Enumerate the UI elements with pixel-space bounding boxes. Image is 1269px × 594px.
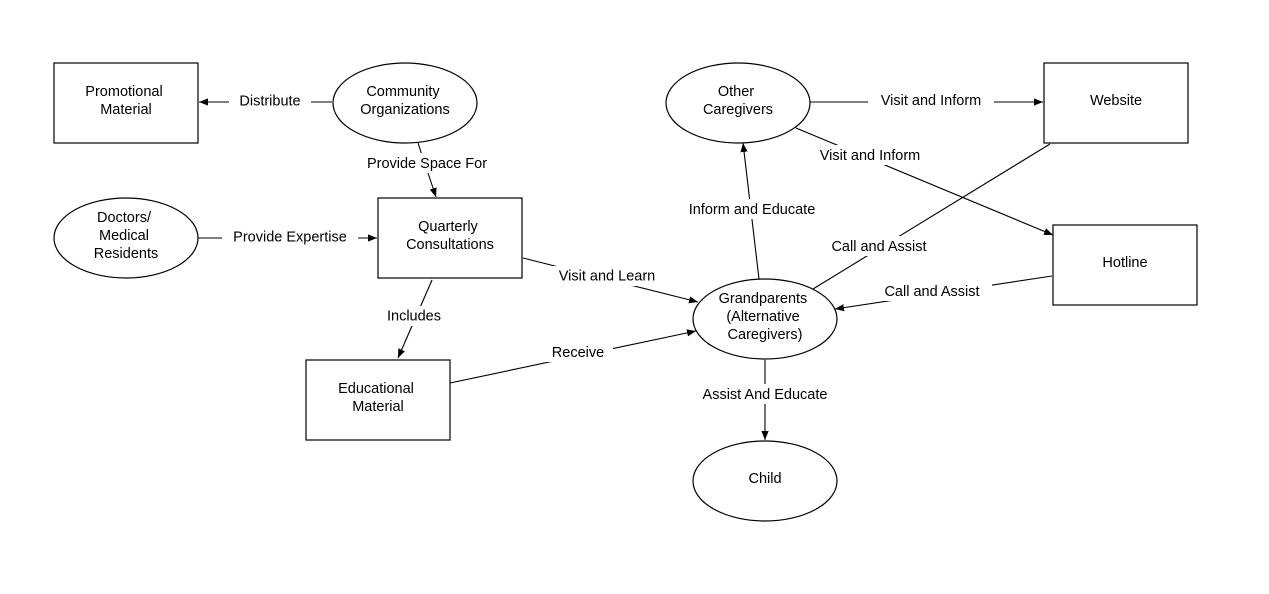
- node-website[interactable]: Website: [1043, 62, 1189, 144]
- node-other-caregivers[interactable]: Other Caregivers: [665, 62, 811, 144]
- node-label-line: Other: [718, 84, 754, 100]
- node-promotional-material[interactable]: Promotional Material: [53, 62, 199, 144]
- node-label-line: Consultations: [406, 237, 494, 253]
- edge-label-receive: Receive: [552, 345, 604, 361]
- node-label-line: Hotline: [1102, 255, 1147, 271]
- node-community-organizations[interactable]: Community Organizations: [332, 62, 478, 144]
- edge-label-call-and-assist-hotline: Call and Assist: [884, 284, 979, 300]
- node-label-line: Doctors/: [97, 210, 152, 226]
- node-label-line: Quarterly: [418, 219, 478, 235]
- svg-text:Community Organization: Community Organizations: [360, 84, 449, 118]
- node-child[interactable]: Child: [692, 440, 838, 522]
- edge-label-assist-and-educate: Assist And Educate: [703, 387, 828, 403]
- node-label-line: Medical: [99, 228, 149, 244]
- edge-label-provide-space-for: Provide Space For: [367, 156, 487, 172]
- edge-label-includes: Includes: [387, 309, 441, 325]
- edge-label-visit-and-inform-cross: Visit and Inform: [820, 148, 920, 164]
- svg-text:Quarterly Consultation: Quarterly Consultations: [406, 219, 494, 253]
- node-label-line: Community: [366, 84, 440, 100]
- edge-labels: Distribute Provide Space For Provide Exp…: [222, 90, 994, 404]
- node-label-line: Grandparents: [719, 291, 808, 307]
- node-label-line: Educational: [338, 381, 414, 397]
- nodes: Promotional Material Community Organizat…: [53, 62, 1198, 522]
- svg-text:Educational Material: Educational Material: [338, 381, 418, 415]
- edge-label-call-and-assist-website: Call and Assist: [831, 239, 926, 255]
- edge-label-inform-and-educate: Inform and Educate: [689, 202, 816, 218]
- node-quarterly-consultations[interactable]: Quarterly Consultations: [377, 197, 523, 279]
- node-label-line: Material: [100, 102, 152, 118]
- edge-label-visit-and-learn: Visit and Learn: [559, 269, 655, 285]
- svg-text:Other Caregivers: Other Caregivers: [703, 84, 773, 118]
- node-label-line: Caregivers): [728, 327, 803, 343]
- svg-text:Doctors/ Medical: Doctors/ Medical Residents: [94, 210, 158, 262]
- node-hotline[interactable]: Hotline: [1052, 224, 1198, 306]
- svg-text:Grandparents (Alternat: Grandparents (Alternative Caregivers): [719, 291, 812, 343]
- edge-label-provide-expertise: Provide Expertise: [233, 230, 347, 246]
- node-label-line: Promotional: [85, 84, 162, 100]
- node-grandparents[interactable]: Grandparents (Alternative Caregivers): [692, 278, 838, 360]
- node-label-line: Caregivers: [703, 102, 773, 118]
- node-label-line: (Alternative: [726, 309, 799, 325]
- node-label-line: Material: [352, 399, 404, 415]
- edge-label-visit-and-inform-top: Visit and Inform: [881, 93, 981, 109]
- node-label-line: Child: [748, 471, 781, 487]
- edge-call-and-assist-website: [812, 143, 1051, 290]
- node-label-line: Residents: [94, 246, 158, 262]
- node-educational-material[interactable]: Educational Material: [305, 359, 451, 441]
- edge-label-distribute: Distribute: [239, 94, 300, 110]
- edge-visit-and-inform-cross: [786, 121, 1054, 236]
- node-doctors-medical-residents[interactable]: Doctors/ Medical Residents: [53, 197, 199, 279]
- node-label-line: Website: [1090, 93, 1142, 109]
- node-label-line: Organizations: [360, 102, 449, 118]
- svg-text:Promotional Material: Promotional Material: [85, 84, 166, 118]
